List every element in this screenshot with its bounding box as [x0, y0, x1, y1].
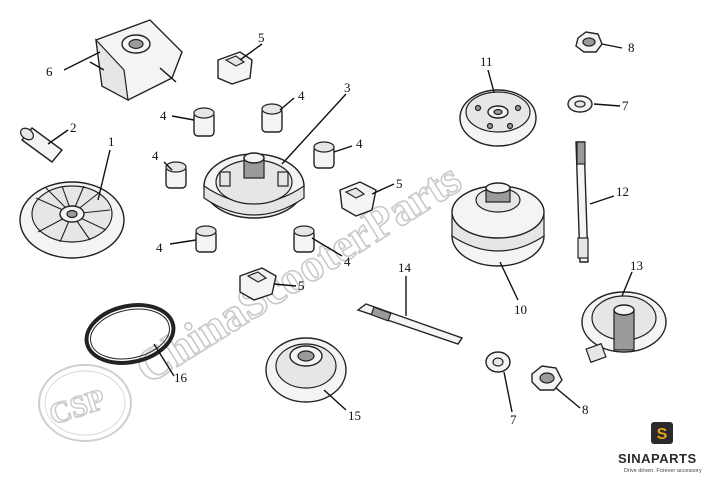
- brand-logo-glyph: S: [657, 426, 668, 443]
- callout-5b: 5: [396, 176, 403, 191]
- part-5-slide-middle: [339, 181, 377, 217]
- part-2-collar: [20, 127, 64, 163]
- leader-lines: [47, 43, 633, 413]
- part-13-final-gear: [581, 291, 667, 364]
- callout-7a: 7: [622, 98, 629, 113]
- part-15-gear: [265, 337, 347, 403]
- part-8-nut-top: [575, 31, 603, 53]
- brand-tagline: Drive driven. Forever accessory: [624, 468, 702, 474]
- callout-4c: 4: [152, 148, 159, 163]
- callout-12: 12: [616, 184, 629, 199]
- callout-16: 16: [174, 370, 188, 385]
- brand-name: SINAPARTS: [618, 451, 697, 466]
- part-7-washer-bottom: [485, 351, 511, 373]
- callout-14: 14: [398, 260, 412, 275]
- callout-6: 6: [46, 64, 53, 79]
- callout-4f: 4: [344, 254, 351, 269]
- part-10-clutch-assembly: [451, 182, 545, 267]
- callout-11: 11: [480, 54, 493, 69]
- part-4-roller-3: [165, 161, 187, 189]
- part-4-roller-5: [195, 225, 217, 253]
- callout-8a: 8: [628, 40, 635, 55]
- part-6-ramp-plate: [89, 19, 183, 102]
- callout-10: 10: [514, 302, 527, 317]
- callout-labels: 1 2 3 4 4 4 4 4 4 5 5 5 6 7 7 8 8 10 11 …: [46, 30, 643, 427]
- callout-4b: 4: [298, 88, 305, 103]
- callout-13: 13: [630, 258, 643, 273]
- callout-5c: 5: [298, 278, 305, 293]
- callout-15: 15: [348, 408, 361, 423]
- callout-8b: 8: [582, 402, 589, 417]
- part-3-variator: [203, 152, 305, 219]
- watermark-logo-text: CSP: [45, 383, 109, 432]
- part-14-shaft: [356, 303, 464, 345]
- part-4-roller-1: [193, 107, 215, 137]
- part-5-slide-top: [217, 51, 253, 85]
- callout-4d: 4: [356, 136, 363, 151]
- part-5-slide-bottom: [239, 267, 277, 301]
- part-4-roller-6: [293, 225, 315, 253]
- part-7-washer-top: [567, 95, 593, 113]
- part-4-roller-2: [261, 103, 283, 133]
- part-8-nut-bottom: [531, 365, 563, 391]
- callout-7b: 7: [510, 412, 517, 427]
- brand-mark: S SINAPARTS Drive driven. Forever access…: [618, 422, 702, 474]
- callout-1: 1: [108, 134, 115, 149]
- part-1-fan-pulley: [19, 181, 125, 259]
- callout-4a: 4: [160, 108, 167, 123]
- part-16-belt: [84, 303, 176, 365]
- part-4-roller-4: [313, 141, 335, 169]
- part-12-drive-shaft: [575, 141, 589, 263]
- part-11-clutch-bell: [459, 89, 537, 147]
- watermark-csp-seal: [38, 364, 132, 442]
- callout-2: 2: [70, 120, 77, 135]
- callout-4e: 4: [156, 240, 163, 255]
- callout-3: 3: [344, 80, 351, 95]
- callout-5a: 5: [258, 30, 265, 45]
- brand-logo-icon: [651, 422, 673, 444]
